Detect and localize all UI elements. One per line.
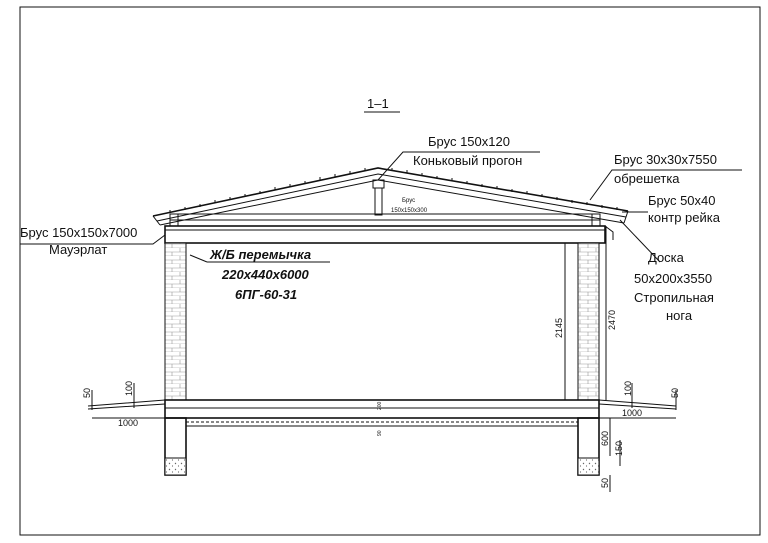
svg-text:600: 600 — [600, 431, 610, 446]
label-lintel-size: 220х440х6000 — [221, 267, 310, 282]
dimensions: 2145 2470 50 100 1000 100 50 1000 600 15… — [82, 226, 680, 492]
tie-beam — [169, 213, 601, 221]
svg-text:100: 100 — [124, 381, 134, 396]
svg-text:150: 150 — [614, 441, 624, 456]
label-board: Доска — [648, 250, 685, 265]
svg-text:50: 50 — [670, 388, 680, 398]
section-title: 1–1 — [367, 96, 389, 111]
svg-text:90: 90 — [377, 430, 383, 436]
svg-text:200: 200 — [377, 401, 383, 410]
foundation-right-base — [577, 457, 600, 476]
foundation-left-base — [164, 457, 187, 476]
label-lath-name: обрешетка — [614, 171, 680, 186]
label-post-size: 150х150х300 — [391, 208, 428, 214]
svg-text:50: 50 — [82, 388, 92, 398]
left-wall — [164, 242, 187, 401]
label-lath: Брус 30х30х7550 — [614, 152, 717, 167]
label-ridge-beam: Брус 150х120 — [428, 134, 510, 149]
label-rafter-1: Стропильная — [634, 290, 714, 305]
label-lintel: Ж/Б перемычка — [209, 247, 311, 262]
label-post: Брус — [402, 198, 415, 204]
svg-text:2470: 2470 — [607, 310, 617, 330]
svg-text:1000: 1000 — [118, 418, 138, 428]
label-counter: Брус 50х40 — [648, 193, 716, 208]
roof — [152, 167, 629, 227]
svg-text:1000: 1000 — [622, 408, 642, 418]
label-mauerlat: Брус 150х150х7000 — [20, 225, 137, 240]
label-ridge-purlin: Коньковый прогон — [413, 153, 522, 168]
blind-area-right — [598, 399, 677, 410]
label-lintel-mark: 6ПГ-60-31 — [235, 287, 297, 302]
label-board-size: 50х200х3550 — [634, 271, 712, 286]
svg-text:2145: 2145 — [554, 318, 564, 338]
label-counter-name: контр рейка — [648, 210, 721, 225]
callouts: Брус 150х120 Коньковый прогон Брус 150х1… — [20, 134, 721, 323]
label-rafter-2: нога — [666, 308, 693, 323]
svg-text:50: 50 — [600, 478, 610, 488]
lintel — [164, 225, 606, 244]
blind-area-left — [87, 399, 166, 410]
svg-text:100: 100 — [623, 381, 633, 396]
leaders — [20, 151, 742, 263]
right-wall — [577, 242, 600, 401]
sheet-frame — [19, 6, 761, 536]
label-mauerlat-name: Мауэрлат — [49, 242, 107, 257]
post — [374, 187, 383, 216]
